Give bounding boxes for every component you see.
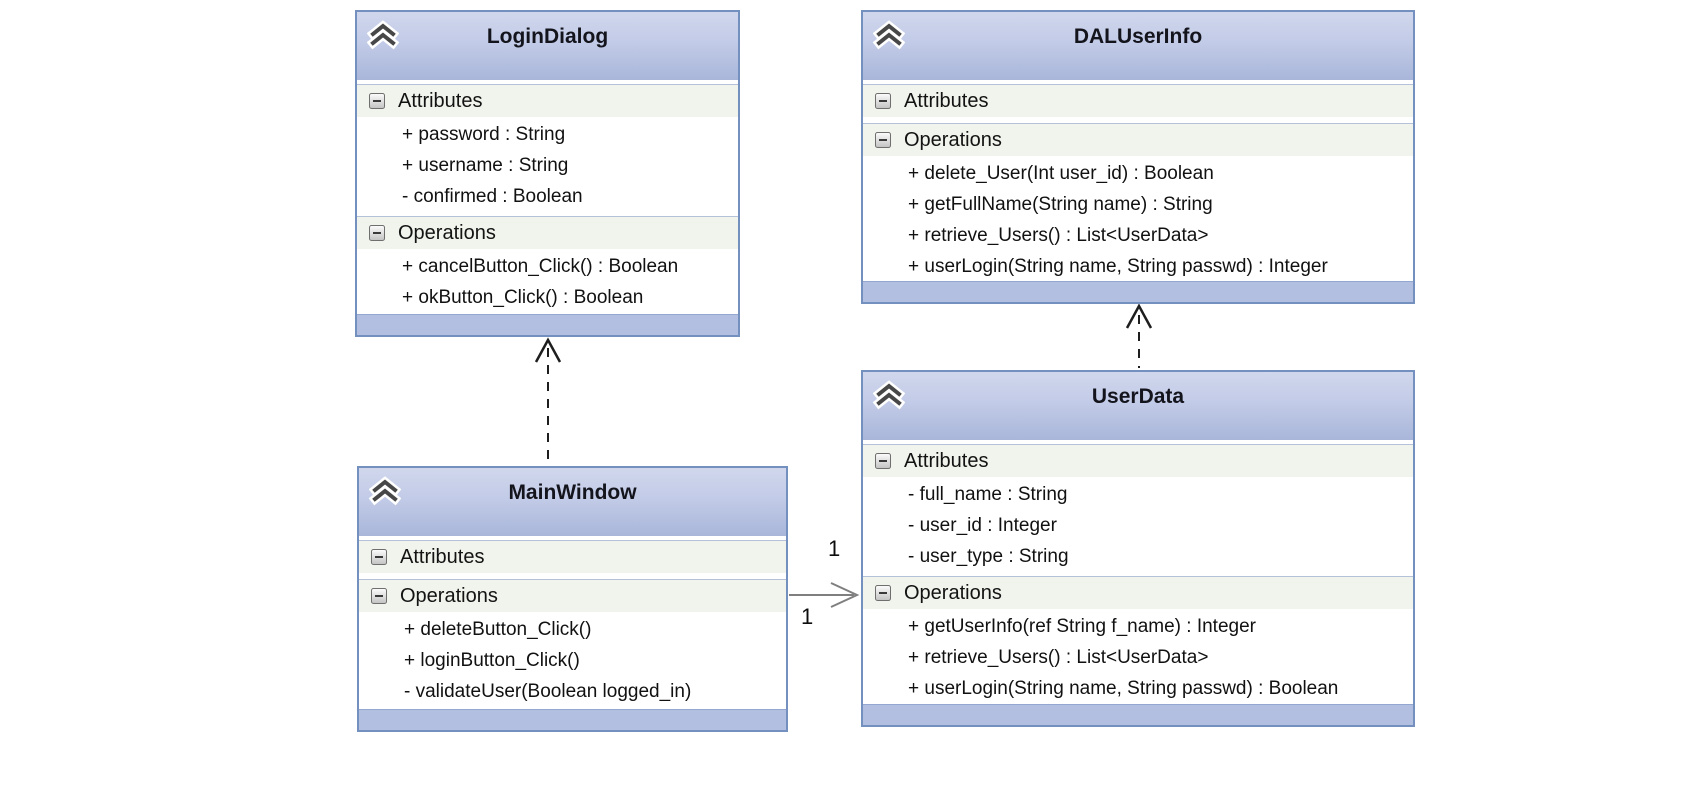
attributes-list: - full_name : String - user_id : Integer -… [863, 477, 1413, 576]
class-footer-strip[interactable] [359, 709, 786, 730]
section-label: Attributes [400, 545, 485, 568]
class-title: DALUserInfo [1073, 25, 1203, 48]
member-row[interactable]: + userLogin(String name, String passwd) … [908, 256, 1328, 277]
collapse-minus-icon[interactable] [369, 225, 385, 241]
section-label: Attributes [904, 449, 989, 472]
member-row[interactable]: + getUserInfo(ref String f_name) : Integ… [908, 616, 1256, 637]
association-arrow-mainwindow-userdata[interactable] [789, 582, 860, 608]
class-box-userdata[interactable]: UserData Attributes - full_name : String… [861, 370, 1415, 727]
collapse-minus-icon[interactable] [875, 453, 891, 469]
class-box-daluserinfo[interactable]: DALUserInfo Attributes Operations + dele… [861, 10, 1415, 304]
attributes-section-header: Attributes [863, 84, 1413, 117]
chevron-double-up-icon[interactable] [873, 380, 905, 410]
member-row[interactable]: - confirmed : Boolean [402, 186, 583, 207]
class-header[interactable]: DALUserInfo [863, 12, 1413, 80]
association-source-multiplicity: 1 [801, 604, 814, 629]
collapse-minus-icon[interactable] [371, 588, 387, 604]
class-body: Attributes + password : String + username… [357, 80, 738, 314]
collapse-minus-icon[interactable] [369, 93, 385, 109]
section-label: Attributes [904, 89, 989, 112]
class-header[interactable]: UserData [863, 372, 1413, 440]
operations-section-header: Operations [357, 216, 738, 249]
class-title: MainWindow [508, 481, 637, 504]
member-row[interactable]: - user_id : Integer [908, 515, 1057, 536]
member-row[interactable]: + getFullName(String name) : String [908, 194, 1213, 215]
member-row[interactable]: + delete_User(Int user_id) : Boolean [908, 163, 1214, 184]
operations-list: + delete_User(Int user_id) : Boolean + ge… [863, 156, 1413, 281]
dependency-arrow-userdata-daluserinfo[interactable] [1125, 303, 1153, 368]
class-box-mainwindow[interactable]: MainWindow Attributes Operations + delet… [357, 466, 788, 732]
member-row[interactable]: - full_name : String [908, 484, 1068, 505]
member-row[interactable]: + deleteButton_Click() [404, 619, 592, 640]
attributes-list: + password : String + username : String - … [357, 117, 738, 216]
chevron-double-up-icon[interactable] [367, 20, 399, 50]
member-row[interactable]: + loginButton_Click() [404, 650, 580, 671]
section-label: Operations [400, 584, 498, 607]
chevron-double-up-icon[interactable] [873, 20, 905, 50]
collapse-minus-icon[interactable] [875, 132, 891, 148]
member-row[interactable]: - validateUser(Boolean logged_in) [404, 681, 692, 702]
operations-list: + cancelButton_Click() : Boolean + okButt… [357, 249, 738, 314]
member-row[interactable]: - user_type : String [908, 546, 1069, 567]
attributes-section-header: Attributes [863, 444, 1413, 477]
collapse-minus-icon[interactable] [875, 585, 891, 601]
member-row[interactable]: + okButton_Click() : Boolean [402, 287, 644, 308]
member-row[interactable]: + userLogin(String name, String passwd) … [908, 678, 1339, 699]
chevron-double-up-icon[interactable] [369, 476, 401, 506]
section-label: Operations [904, 128, 1002, 151]
class-footer-strip[interactable] [863, 281, 1413, 302]
attributes-section-header: Attributes [357, 84, 738, 117]
class-box-logindialog[interactable]: LoginDialog Attributes + password : Stri… [355, 10, 740, 337]
class-title: UserData [1091, 385, 1185, 408]
section-label: Operations [398, 221, 496, 244]
class-header[interactable]: LoginDialog [357, 12, 738, 80]
collapse-minus-icon[interactable] [875, 93, 891, 109]
member-row[interactable]: + cancelButton_Click() : Boolean [402, 256, 679, 277]
class-footer-strip[interactable] [863, 704, 1413, 725]
class-body: Attributes - full_name : String - user_id… [863, 440, 1413, 704]
member-row[interactable]: + retrieve_Users() : List<UserData> [908, 647, 1209, 668]
association-target-multiplicity: 1 [828, 536, 841, 561]
member-row[interactable]: + retrieve_Users() : List<UserData> [908, 225, 1209, 246]
class-body: Attributes Operations + deleteButton_Cli… [359, 536, 786, 709]
attributes-section-header: Attributes [359, 540, 786, 573]
operations-section-header: Operations [863, 576, 1413, 609]
class-footer-strip[interactable] [357, 314, 738, 335]
section-label: Attributes [398, 89, 483, 112]
member-row[interactable]: + password : String [402, 124, 566, 145]
class-title: LoginDialog [486, 25, 609, 48]
collapse-minus-icon[interactable] [371, 549, 387, 565]
dependency-arrow-mainwindow-logindialog[interactable] [534, 337, 562, 464]
section-label: Operations [904, 581, 1002, 604]
operations-list: + deleteButton_Click() + loginButton_Clic… [359, 612, 786, 709]
operations-section-header: Operations [863, 123, 1413, 156]
member-row[interactable]: + username : String [402, 155, 569, 176]
operations-section-header: Operations [359, 579, 786, 612]
class-header[interactable]: MainWindow [359, 468, 786, 536]
operations-list: + getUserInfo(ref String f_name) : Integ… [863, 609, 1413, 704]
class-body: Attributes Operations + delete_User(Int … [863, 80, 1413, 281]
